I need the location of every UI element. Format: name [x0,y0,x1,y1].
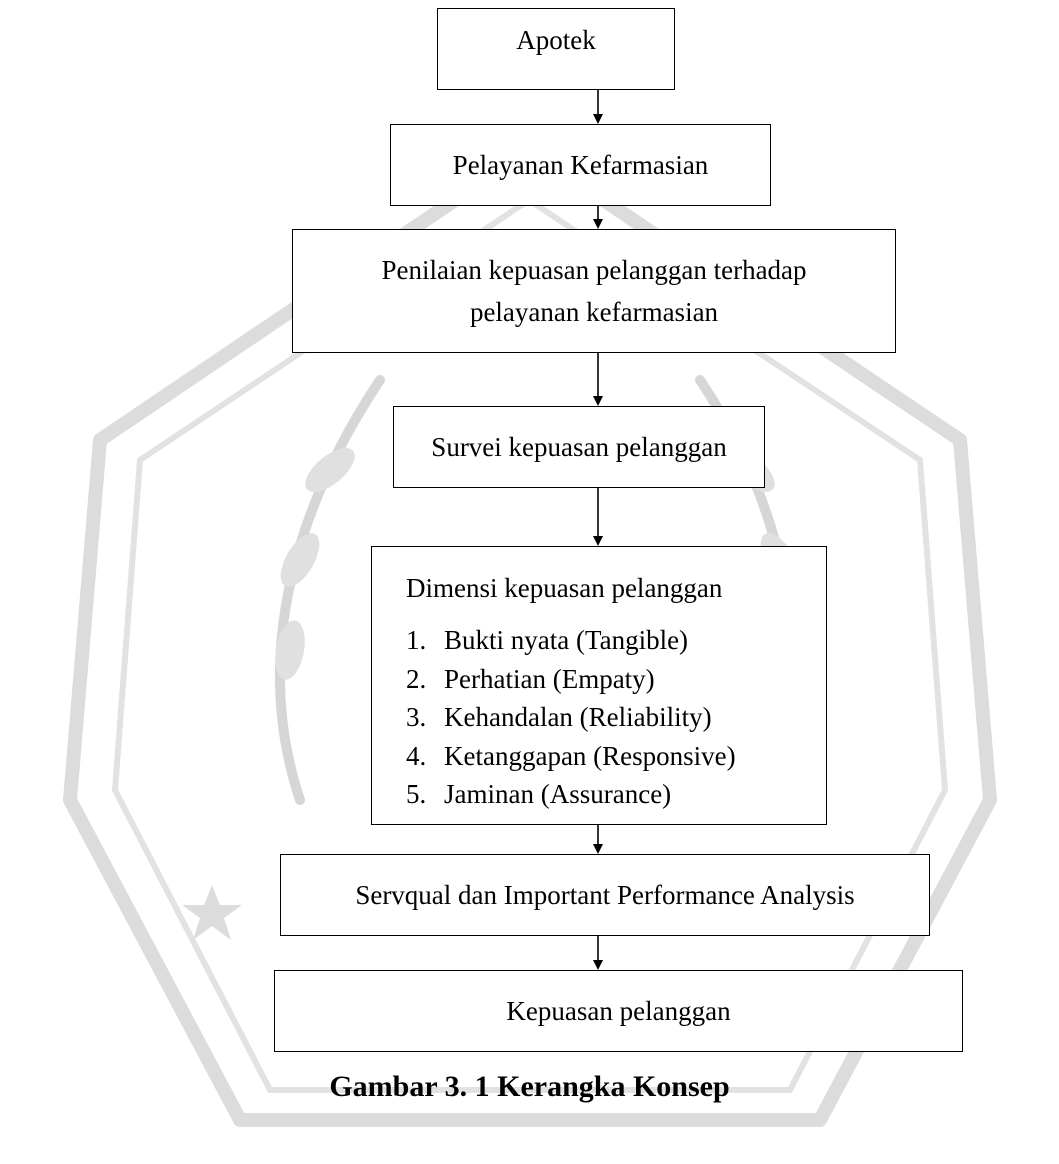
list-item-text: Ketanggapan (Responsive) [444,740,736,771]
list-item-text: Jaminan (Assurance) [444,779,672,809]
list-item-text: Perhatian (Empaty) [444,663,655,694]
box-apotek-label: Apotek [516,25,596,55]
figure-caption: Gambar 3. 1 Kerangka Konsep [329,1070,730,1103]
box-pelayanan-kefarmasian: Pelayanan Kefarmasian [390,124,771,206]
list-item-number: 3. [406,702,427,732]
dimensi-title: Dimensi kepuasan pelanggan [406,573,723,603]
list-item: 4. Ketanggapan (Responsive) [406,737,826,776]
box-apotek: Apotek [437,8,675,90]
list-item-text: Kehandalan (Reliability) [444,702,712,732]
dimensi-list: 1. Bukti nyata (Tangible) 2. Perhatian (Em… [406,621,826,814]
box-penilaian-line-2: pelayanan kefarmasian [469,297,719,327]
list-item: 5. Jaminan (Assurance) [406,775,826,814]
list-item-text: Bukti nyata (Tangible) [444,625,689,655]
list-item: 1. Bukti nyata (Tangible) [406,621,826,660]
box-dimensi-kepuasan: Dimensi kepuasan pelanggan 1. Bukti nyata… [371,546,827,825]
box-pelayanan-label: Pelayanan Kefarmasian [452,150,709,180]
box-kepuasan-pelanggan: Kepuasan pelanggan [274,970,963,1052]
box-servqual-label: Servqual dan Important Performance Analy… [355,880,855,910]
list-item-number: 4. [406,740,427,771]
list-item-number: 1. [406,625,427,655]
list-item: 2. Perhatian (Empaty) [406,660,826,699]
box-servqual-ipa: Servqual dan Important Performance Analy… [280,854,930,936]
list-item-number: 5. [406,779,427,809]
box-penilaian-line-1: Penilaian kepuasan pelanggan terhadap [381,255,807,285]
box-kepuasan-label: Kepuasan pelanggan [506,996,731,1026]
list-item: 3. Kehandalan (Reliability) [406,698,826,737]
box-survei-kepuasan: Survei kepuasan pelanggan [393,406,765,488]
box-survei-label: Survei kepuasan pelanggan [431,432,727,462]
list-item-number: 2. [406,663,427,694]
box-penilaian-kepuasan: Penilaian kepuasan pelanggan terhadap pe… [292,229,896,353]
